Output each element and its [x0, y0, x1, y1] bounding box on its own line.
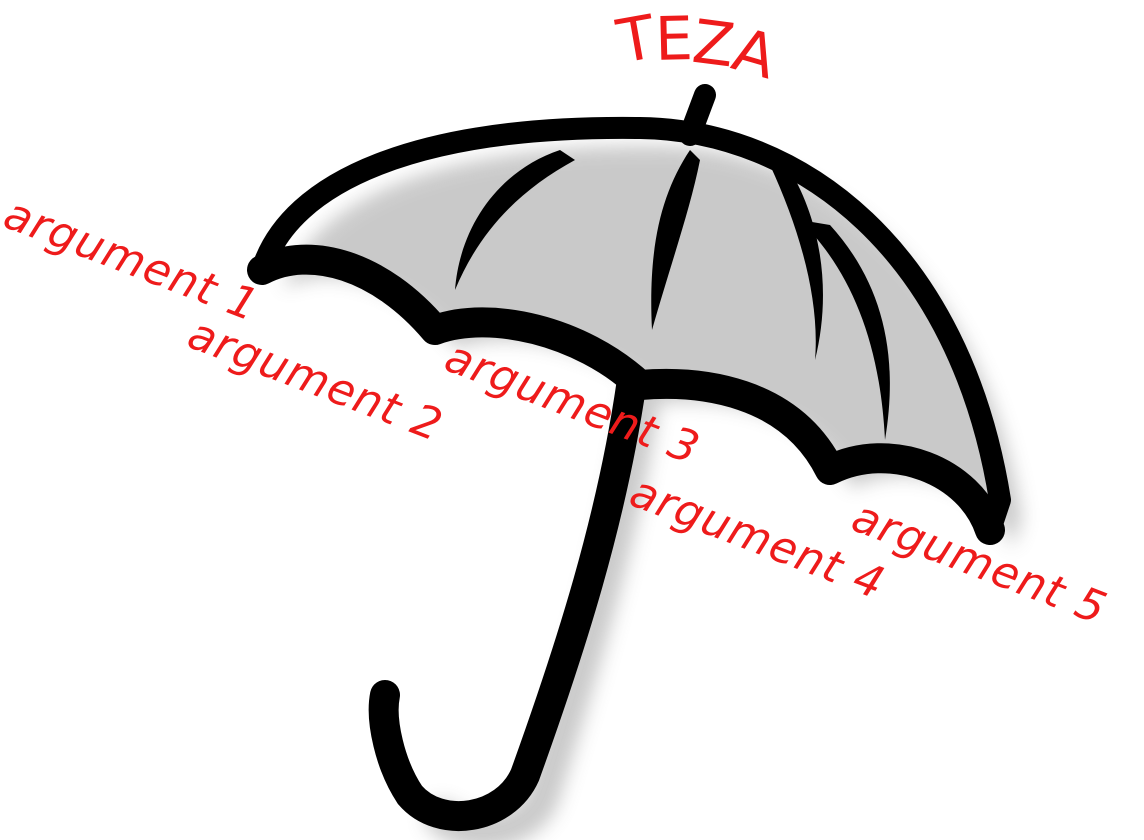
thesis-title-letter: E: [654, 9, 693, 70]
thesis-title: TEZA: [618, 10, 775, 70]
umbrella-tip: [690, 95, 705, 135]
thesis-title-letter: T: [613, 7, 660, 72]
